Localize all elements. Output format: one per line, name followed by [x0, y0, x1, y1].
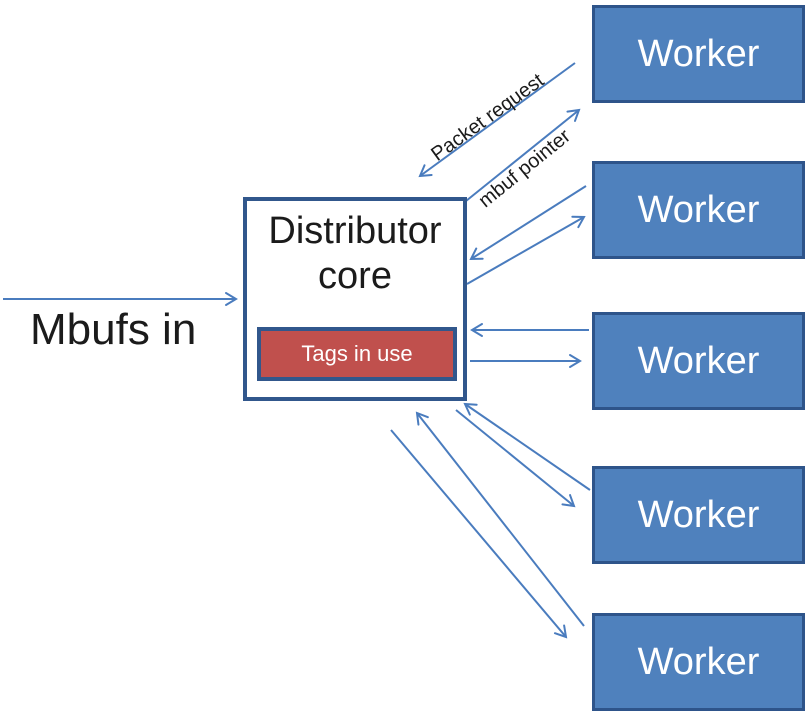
worker4-pointer-arrow [455, 409, 576, 508]
packet-request-arrow [418, 62, 576, 178]
worker-box-4: Worker [592, 466, 805, 564]
worker-label-2: Worker [637, 188, 760, 231]
mbuf-pointer-arrow [465, 108, 581, 202]
worker-box-5: Worker [592, 613, 805, 711]
worker-box-2: Worker [592, 161, 805, 259]
worker5-pointer-arrow [390, 429, 568, 639]
tags-in-use-box: Tags in use [257, 327, 457, 381]
worker5-request-arrow [415, 411, 585, 627]
worker-box-3: Worker [592, 312, 805, 410]
worker2-pointer-arrow [466, 215, 586, 285]
distributor-label: Distributor core [268, 210, 442, 297]
worker-label-4: Worker [637, 493, 760, 536]
distributor-box: Distributor core Tags in use [243, 197, 467, 401]
worker-label-5: Worker [637, 640, 760, 683]
worker2-request-arrow [469, 185, 587, 261]
worker4-request-arrow [463, 402, 591, 491]
tags-in-use-label: Tags in use [301, 341, 413, 366]
worker-label-1: Worker [637, 32, 760, 75]
worker-box-1: Worker [592, 5, 805, 103]
worker-label-3: Worker [637, 339, 760, 382]
mbufs-in-label: Mbufs in [30, 305, 197, 354]
